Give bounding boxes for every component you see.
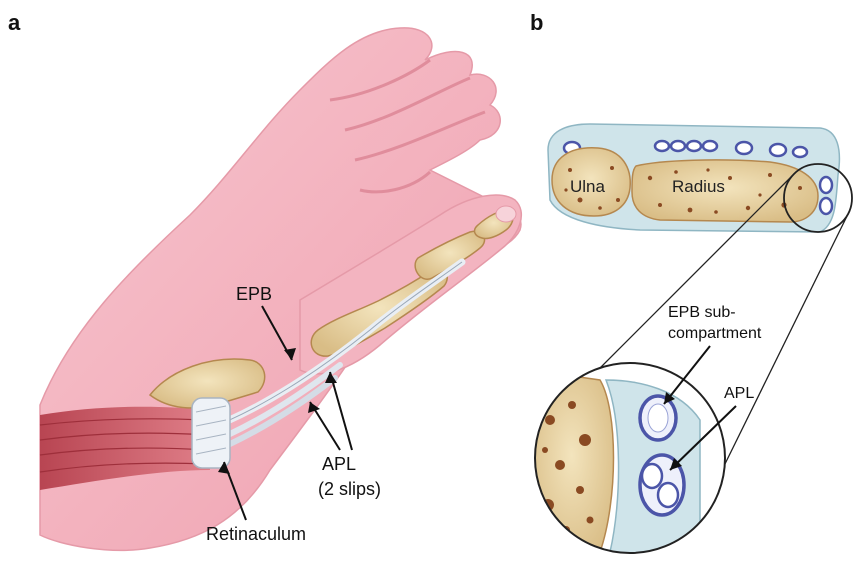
compartment-ring — [655, 141, 669, 151]
panel-a: a — [8, 10, 521, 550]
compartment-ring — [703, 141, 717, 151]
epb-ring-inner — [648, 404, 668, 432]
compartment-ring — [820, 177, 832, 193]
label-apl: APL — [322, 454, 356, 474]
apl-ring-slip-2 — [658, 483, 678, 507]
compartment-ring — [687, 141, 701, 151]
panel-b: b — [530, 10, 852, 560]
radius-bone-b — [632, 160, 818, 222]
thumb-nail — [496, 206, 516, 222]
compartment-ring — [736, 142, 752, 154]
label-epb-sub-line1: EPB sub- — [668, 304, 736, 321]
apl-ring-slip-1 — [642, 464, 662, 488]
compartment-ring — [770, 144, 786, 156]
compartment-ring — [820, 198, 832, 214]
inset-bone — [530, 370, 614, 560]
label-apl-b: APL — [724, 385, 754, 402]
label-radius: Radius — [672, 177, 725, 196]
magnified-inset — [530, 360, 730, 560]
cross-section: Ulna Radius — [548, 124, 839, 232]
label-retinaculum: Retinaculum — [206, 524, 306, 544]
panel-a-letter: a — [8, 10, 21, 35]
label-epb: EPB — [236, 284, 272, 304]
compartment-ring — [671, 141, 685, 151]
label-apl-slips: (2 slips) — [318, 479, 381, 499]
compartment-ring — [793, 147, 807, 157]
retinaculum-band — [192, 398, 230, 468]
label-epb-sub-line2: compartment — [668, 325, 762, 342]
panel-b-letter: b — [530, 10, 543, 35]
label-ulna: Ulna — [570, 177, 606, 196]
